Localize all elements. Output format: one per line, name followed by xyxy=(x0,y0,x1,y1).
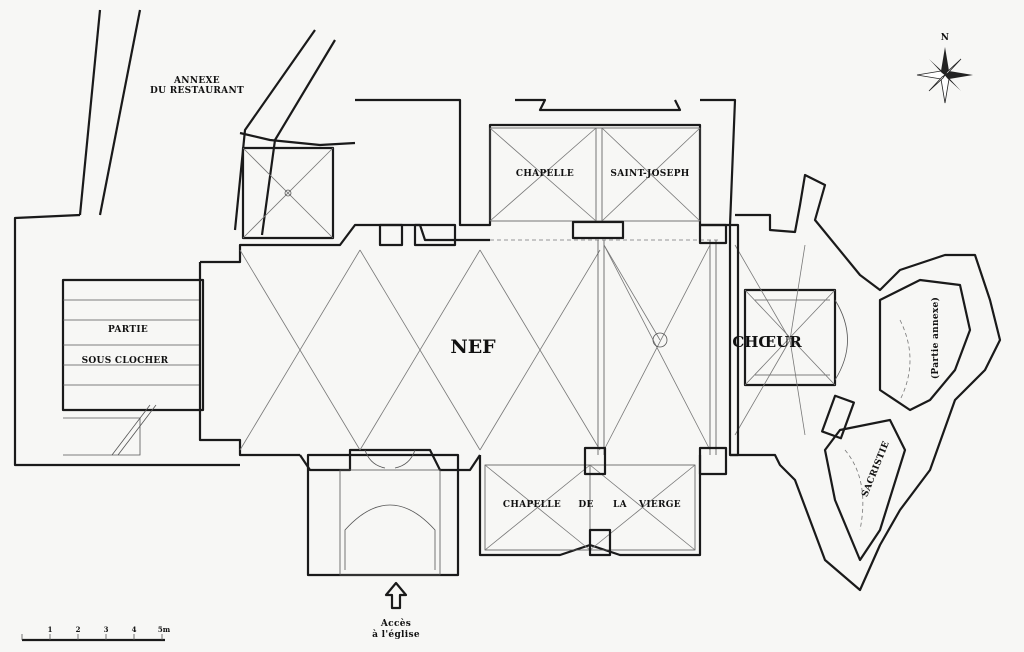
label-chapelle-vierge-4: VIERGE xyxy=(638,500,681,510)
chapel-vierge-walls xyxy=(478,446,728,557)
scale-tick-5m: 5m xyxy=(158,625,171,634)
label-partie: PARTIE xyxy=(108,325,148,335)
choir-walls xyxy=(730,173,1002,592)
scale-bar xyxy=(21,634,165,642)
nave-walls xyxy=(198,223,720,472)
label-acces-1: Accès xyxy=(380,618,411,629)
chapel-saint-joseph-walls xyxy=(355,98,737,240)
label-partie-annexe: (Partie annexe) xyxy=(930,297,941,379)
label-sous-clocher: SOUS CLOCHER xyxy=(82,356,169,366)
label-chapelle-saint-joseph-1: CHAPELLE xyxy=(516,169,574,179)
label-chapelle-saint-joseph-2: SAINT-JOSEPH xyxy=(610,169,689,179)
label-chapelle-vierge-3: LA xyxy=(613,500,628,510)
west-block-walls xyxy=(13,213,240,467)
label-chapelle-vierge-1: CHAPELLE xyxy=(503,500,561,510)
compass-rose-icon xyxy=(916,47,973,104)
annexe-walls xyxy=(78,9,356,236)
scale-tick-3: 3 xyxy=(104,625,109,634)
scale-tick-2: 2 xyxy=(76,625,81,634)
tower-walls xyxy=(241,146,335,240)
label-choeur: CHŒUR xyxy=(732,333,802,351)
label-acces-2: à l'église xyxy=(372,629,420,640)
compass-north-label: N xyxy=(941,33,950,43)
label-sacristie: SACRISTIE xyxy=(860,440,891,499)
scale-tick-4: 4 xyxy=(132,625,137,634)
label-annexe-1: ANNEXE xyxy=(173,76,220,86)
scale-tick-1: 1 xyxy=(48,625,53,634)
porch-walls xyxy=(306,449,460,577)
label-nef: NEF xyxy=(450,336,496,358)
buttresses xyxy=(378,223,740,557)
entrance-arrow-icon xyxy=(384,581,408,610)
label-annexe-2: DU RESTAURANT xyxy=(150,86,244,96)
label-chapelle-vierge-2: DE xyxy=(578,500,593,510)
